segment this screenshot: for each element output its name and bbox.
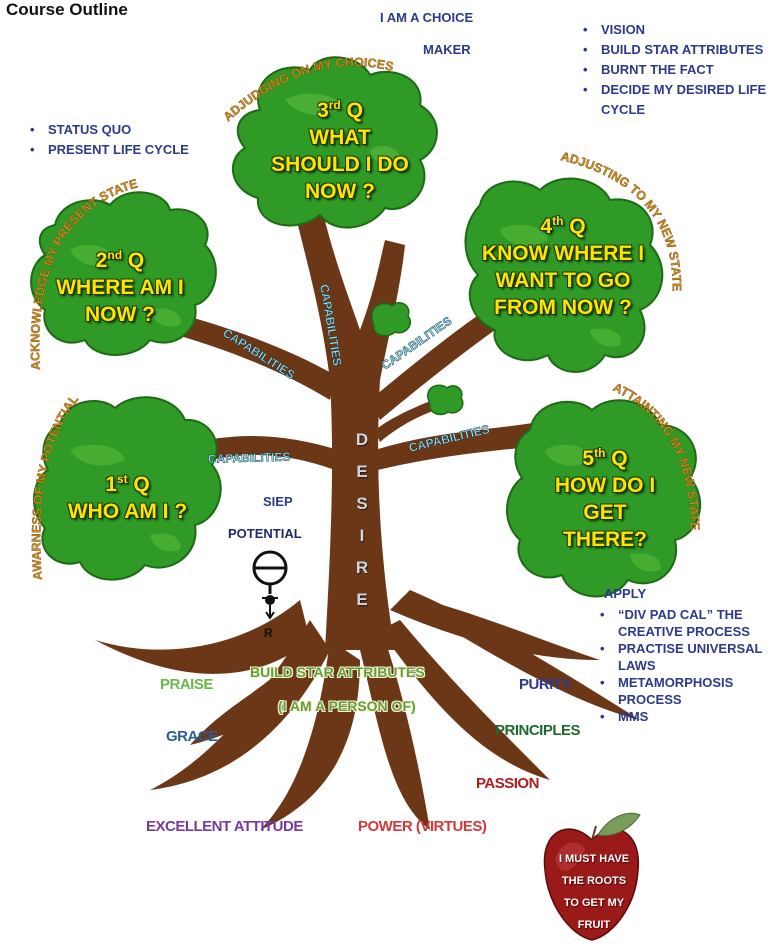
apple-illustration: [543, 812, 641, 941]
vision-list-item: DECIDE MY DESIRED LIFE CYCLE: [583, 80, 768, 120]
r-label: R: [264, 626, 273, 640]
root-power-virtues: POWER (VIRTUES): [358, 818, 487, 835]
vision-list: VISION BUILD STAR ATTRIBUTES BURNT THE F…: [583, 20, 768, 120]
crown-third-q: [231, 56, 438, 229]
status-list: STATUS QUO PRESENT LIFE CYCLE: [30, 120, 230, 160]
question-fourth: 4th Q KNOW WHERE I WANT TO GO FROM NOW ?: [481, 214, 645, 319]
star-attributes-label: BUILD STAR ATTRIBUTES: [250, 664, 425, 680]
root-purity: PURITY: [519, 676, 572, 693]
root-praise: PRAISE: [160, 676, 213, 693]
foliage: [30, 56, 701, 598]
crown-second-q: [30, 191, 217, 356]
r-symbol-icon: [252, 550, 288, 620]
small-bud-lower: [427, 384, 464, 416]
crown-fourth-q: [464, 177, 664, 373]
apply-list-item: “DIV PAD CAL” THE CREATIVE PROCESS: [600, 606, 770, 640]
status-list-item: PRESENT LIFE CYCLE: [30, 140, 230, 160]
trunk-word-desire: D E S I R E: [355, 430, 369, 609]
apple-message: I MUST HAVE THE ROOTS TO GET MY FRUIT: [558, 853, 630, 931]
root-passion: PASSION: [476, 775, 539, 792]
capabilities-label-left-lower: CAPABILITIES: [208, 450, 291, 466]
root-grace: GRACE: [166, 728, 218, 745]
person-of-label: (I AM A PERSON OF): [278, 698, 416, 714]
apply-list-item: PRACTISE UNIVERSAL LAWS: [600, 640, 770, 674]
apply-heading: APPLY: [604, 586, 647, 601]
status-list-item: STATUS QUO: [30, 120, 230, 140]
question-fifth: 5th Q HOW DO I GET THERE?: [554, 446, 656, 551]
tree-roots: [95, 590, 640, 830]
siep-label: SIEP: [263, 494, 293, 509]
vision-list-item: BURNT THE FACT: [583, 60, 768, 80]
page-title: Course Outline: [6, 0, 128, 19]
apply-list-item: MMS: [600, 708, 770, 725]
question-first: 1st Q WHO AM I ?: [67, 472, 188, 523]
vision-list-item: BUILD STAR ATTRIBUTES: [583, 40, 768, 60]
crown-fifth-q: [506, 399, 701, 598]
question-second: 2nd Q WHERE AM I NOW ?: [56, 248, 184, 326]
root-principles: PRINCIPLES: [495, 722, 581, 739]
potential-label: POTENTIAL: [228, 526, 302, 541]
crown-first-q: [32, 396, 222, 581]
root-excellent-attitude: EXCELLENT ATTITUDE: [146, 818, 303, 835]
question-third: 3rd Q WHAT SHOULD I DO NOW ?: [271, 98, 409, 203]
choice-note-line1: I AM A CHOICE: [380, 10, 474, 25]
apply-list: “DIV PAD CAL” THE CREATIVE PROCESS PRACT…: [600, 606, 770, 725]
small-bud-upper: [371, 302, 412, 337]
apply-list-item: METAMORPHOSIS PROCESS: [600, 674, 770, 708]
vision-list-item: VISION: [583, 20, 768, 40]
choice-note-line2: MAKER: [423, 42, 471, 57]
